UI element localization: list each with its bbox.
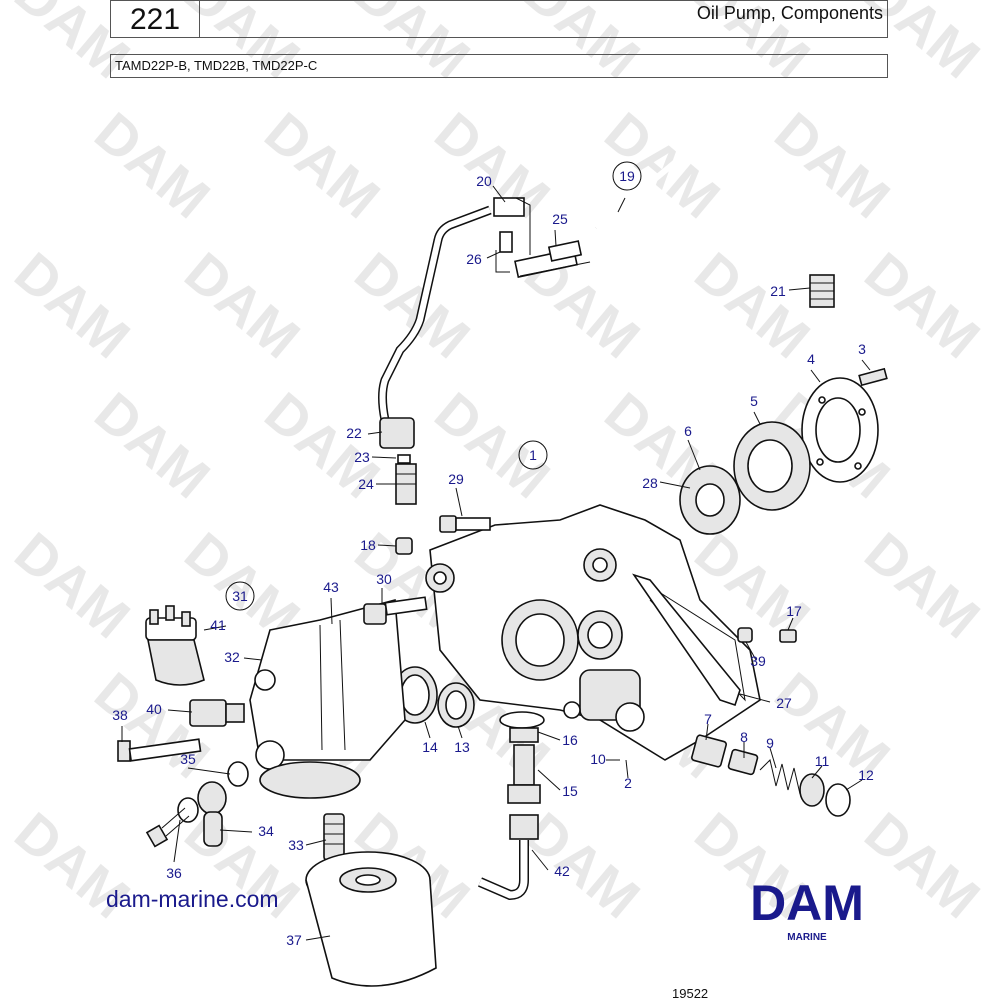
logo-subtext: MARINE bbox=[787, 932, 827, 942]
callout-14: 14 bbox=[422, 739, 438, 755]
callout-36: 36 bbox=[166, 865, 182, 881]
callout-42: 42 bbox=[554, 863, 570, 879]
pump-housing bbox=[425, 504, 761, 761]
page-number: 221 bbox=[111, 1, 200, 37]
watermark: DAM bbox=[173, 240, 311, 370]
oil-filter-37 bbox=[305, 851, 437, 987]
watermark: DAM bbox=[423, 380, 561, 510]
filter-bracket bbox=[249, 598, 406, 799]
union-fitting-21 bbox=[809, 274, 835, 308]
callout-4: 4 bbox=[807, 351, 815, 367]
callout-16: 16 bbox=[562, 732, 578, 748]
leader-lines bbox=[121, 185, 871, 941]
plug-18 bbox=[395, 537, 413, 555]
nipple-33 bbox=[323, 813, 345, 861]
callout-10: 10 bbox=[590, 751, 606, 767]
callout-3: 3 bbox=[858, 341, 866, 357]
inner-rotor-6 bbox=[679, 465, 741, 535]
callout-41: 41 bbox=[210, 617, 226, 633]
watermark: DAM bbox=[343, 240, 481, 370]
callout-34: 34 bbox=[258, 823, 274, 839]
gasket-4 bbox=[801, 377, 879, 483]
relief-valve-parts bbox=[691, 734, 851, 817]
callout-2: 2 bbox=[624, 775, 632, 791]
callout-35: 35 bbox=[180, 751, 196, 767]
callout-5: 5 bbox=[750, 393, 758, 409]
callout-24: 24 bbox=[358, 476, 374, 492]
nut-22 bbox=[379, 417, 417, 505]
oil-pipe-upper bbox=[378, 144, 825, 421]
callout-27: 27 bbox=[776, 695, 792, 711]
dam-marine-logo: DAM MARINE bbox=[716, 875, 898, 947]
watermark: DAM bbox=[853, 520, 991, 650]
watermark: DAM bbox=[423, 100, 561, 230]
callout-23: 23 bbox=[354, 449, 370, 465]
header-box: 221 Oil Pump, Components bbox=[110, 0, 888, 38]
callout-21: 21 bbox=[770, 283, 786, 299]
callout-15: 15 bbox=[562, 783, 578, 799]
callout-6: 6 bbox=[684, 423, 692, 439]
callouts: 1 2 3 4 5 6 7 8 9 10 11 12 13 14 15 16 1… bbox=[112, 161, 874, 948]
pipe-clamp-20 bbox=[493, 197, 531, 273]
hose-42 bbox=[478, 814, 539, 901]
model-list: TAMD22P-B, TMD22B, TMD22P-C bbox=[110, 54, 888, 78]
oil-pressure-sensor-41 bbox=[145, 605, 205, 686]
callout-13: 13 bbox=[454, 739, 470, 755]
plate-27 bbox=[632, 573, 741, 707]
callout-7: 7 bbox=[704, 711, 712, 727]
banjo-34-35-36 bbox=[145, 761, 249, 848]
callout-32: 32 bbox=[224, 649, 240, 665]
watermark: DAM bbox=[83, 380, 221, 510]
callout-29: 29 bbox=[448, 471, 464, 487]
callout-1: 1 bbox=[529, 447, 537, 463]
callout-33: 33 bbox=[288, 837, 304, 853]
callout-25: 25 bbox=[552, 211, 568, 227]
page-title: Oil Pump, Components bbox=[696, 3, 883, 23]
callout-8: 8 bbox=[740, 729, 748, 745]
callout-11: 11 bbox=[815, 753, 830, 769]
callout-39: 39 bbox=[750, 653, 766, 669]
outer-rotor-5 bbox=[733, 421, 811, 511]
watermark: DAM bbox=[763, 660, 901, 790]
callout-20: 20 bbox=[476, 173, 492, 189]
bolt-38 bbox=[117, 738, 202, 762]
callout-37: 37 bbox=[286, 932, 302, 948]
fitting-15-16 bbox=[499, 711, 545, 804]
watermark: DAM bbox=[683, 240, 821, 370]
angle-fitting-40 bbox=[189, 699, 245, 727]
watermark: DAM bbox=[3, 240, 141, 370]
callout-19: 19 bbox=[619, 168, 635, 184]
callout-43: 43 bbox=[323, 579, 339, 595]
callout-30: 30 bbox=[376, 571, 392, 587]
callout-28: 28 bbox=[642, 475, 658, 491]
drawing-number: 19522 bbox=[672, 986, 709, 1001]
callout-26: 26 bbox=[466, 251, 482, 267]
bolt-3 bbox=[858, 367, 888, 387]
pipe-clamp-25 bbox=[514, 240, 591, 279]
callout-9: 9 bbox=[766, 735, 774, 751]
callout-18: 18 bbox=[360, 537, 376, 553]
callout-38: 38 bbox=[112, 707, 128, 723]
bolt-29-30 bbox=[363, 515, 491, 625]
callout-12: 12 bbox=[858, 767, 874, 783]
watermark: DAM bbox=[83, 100, 221, 230]
watermark: DAM bbox=[253, 100, 391, 230]
callout-40: 40 bbox=[146, 701, 162, 717]
watermark: DAM bbox=[3, 520, 141, 650]
logo-text: DAM bbox=[750, 876, 864, 931]
website-link[interactable]: dam-marine.com bbox=[106, 886, 279, 912]
callout-31: 31 bbox=[232, 588, 248, 604]
callout-17: 17 bbox=[786, 603, 802, 619]
callout-22: 22 bbox=[346, 425, 362, 441]
watermark: DAM bbox=[853, 240, 991, 370]
